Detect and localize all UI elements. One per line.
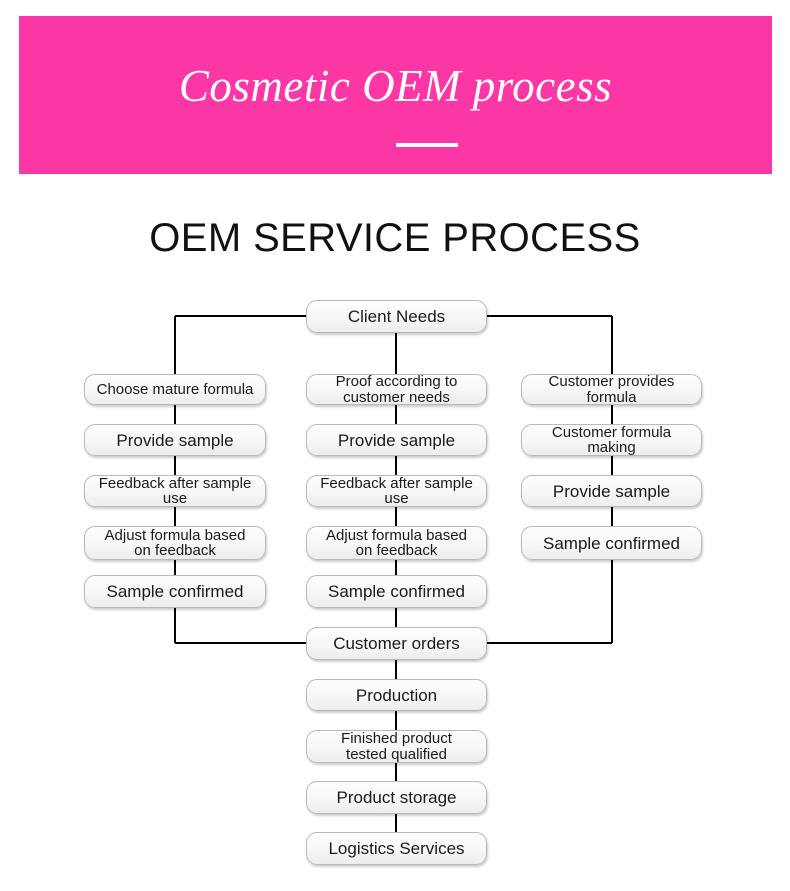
node-production[interactable]: Production [306,679,487,711]
node-feedback-after-sample-use-middle[interactable]: Feedback after sample use [306,475,487,507]
node-provide-sample-middle[interactable]: Provide sample [306,424,487,456]
node-sample-confirmed-middle[interactable]: Sample confirmed [306,575,487,608]
page-title: OEM SERVICE PROCESS [149,216,641,260]
node-feedback-after-sample-use-left[interactable]: Feedback after sample use [84,475,266,507]
node-adjust-formula-based-on-feedback-middle[interactable]: Adjust formula based on feedback [306,526,487,560]
node-choose-mature-formula[interactable]: Choose mature formula [84,374,266,405]
node-customer-provides-formula[interactable]: Customer provides formula [521,374,702,405]
node-provide-sample-left[interactable]: Provide sample [84,424,266,456]
node-logistics-services[interactable]: Logistics Services [306,832,487,865]
banner-title: Cosmetic OEM process [178,61,613,111]
node-adjust-formula-based-on-feedback-left[interactable]: Adjust formula based on feedback [84,526,266,560]
node-proof-according-to-customer-needs[interactable]: Proof according to customer needs [306,374,487,405]
node-provide-sample-right[interactable]: Provide sample [521,475,702,507]
node-product-storage[interactable]: Product storage [306,781,487,814]
node-customer-orders[interactable]: Customer orders [306,627,487,660]
node-finished-product-tested-qualified[interactable]: Finished product tested qualified [306,730,487,763]
banner-divider [396,143,458,147]
node-customer-formula-making[interactable]: Customer formula making [521,424,702,456]
node-sample-confirmed-right[interactable]: Sample confirmed [521,526,702,560]
node-sample-confirmed-left[interactable]: Sample confirmed [84,575,266,608]
page-banner: Cosmetic OEM process [19,16,772,174]
node-client-needs[interactable]: Client Needs [306,300,487,333]
